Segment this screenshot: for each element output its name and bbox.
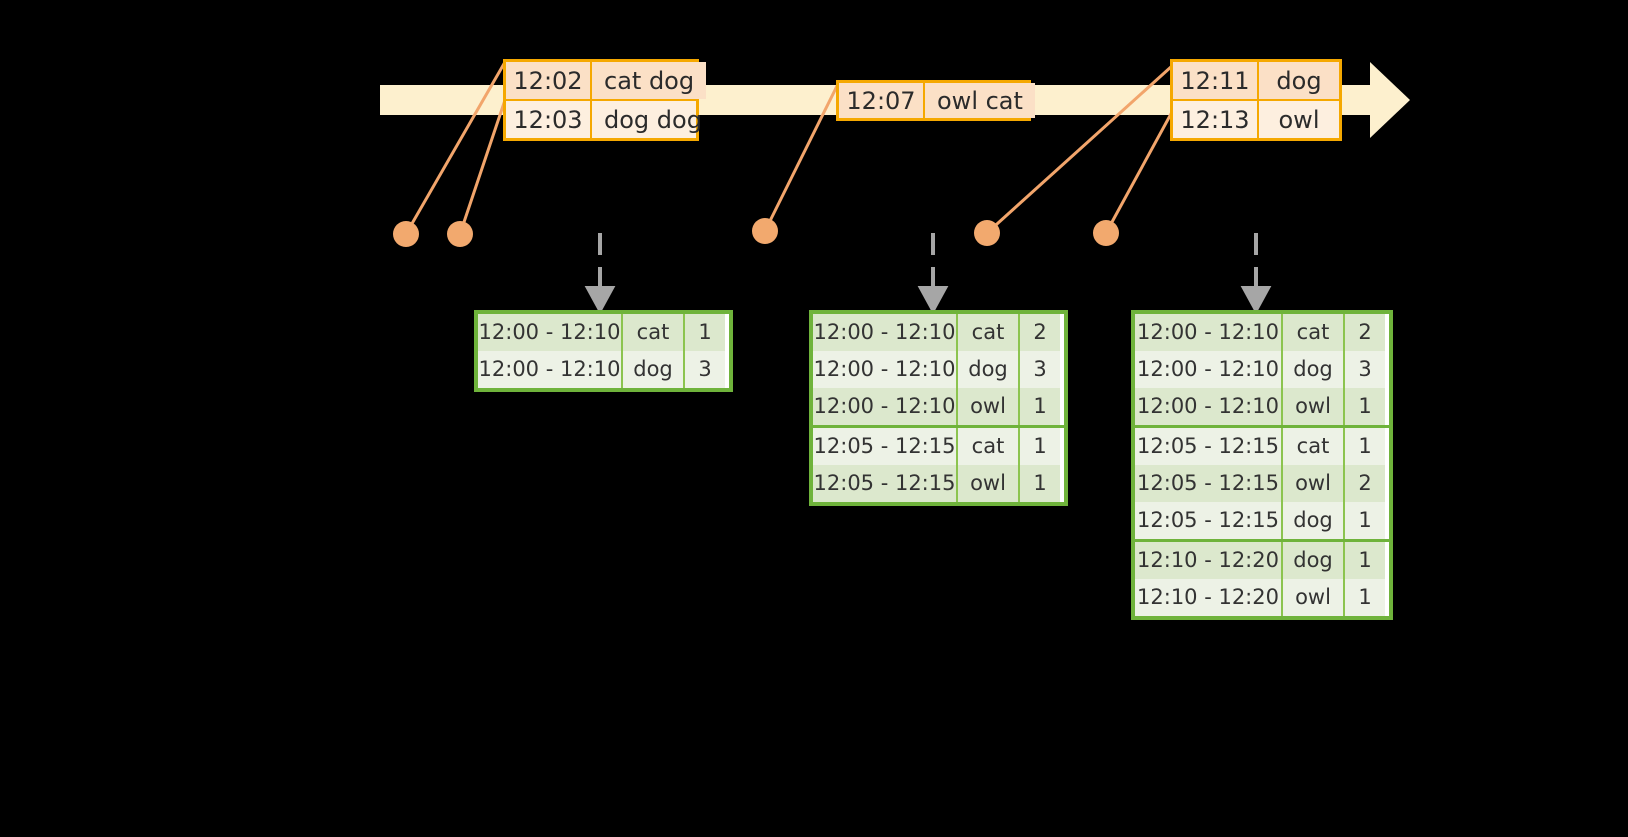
cell-count: 1 [1020, 465, 1060, 502]
cell-count: 1 [685, 314, 725, 351]
cell-key: dog [958, 351, 1020, 388]
cell-count: 2 [1345, 314, 1385, 351]
cell-count: 2 [1345, 465, 1385, 502]
cell-count: 1 [1020, 428, 1060, 465]
cell-key: owl [958, 388, 1020, 425]
event-row: 12:02 cat dog [506, 62, 707, 99]
event-box-3[interactable]: 12:11 dog 12:13 owl [1170, 59, 1342, 141]
event-box-2[interactable]: 12:07 owl cat [836, 80, 1035, 121]
connector-dots [393, 218, 1119, 247]
cell-key: owl [958, 465, 1020, 502]
cell-count: 1 [1020, 388, 1060, 425]
event-row: 12:03 dog dog [506, 99, 702, 138]
cell-count: 3 [1020, 351, 1060, 388]
cell-count: 1 [1345, 428, 1385, 465]
event-time: 12:03 [506, 101, 592, 138]
event-payload: cat dog [592, 62, 707, 99]
cell-key: cat [1283, 428, 1345, 465]
cell-window: 12:00 - 12:10 [1135, 351, 1283, 388]
cell-window: 12:00 - 12:10 [478, 351, 623, 388]
cell-key: owl [1283, 465, 1345, 502]
event-row: 12:11 dog [1173, 62, 1339, 99]
cell-count: 1 [1345, 542, 1385, 579]
event-time: 12:13 [1173, 101, 1259, 138]
dashed-arrow-2 [917, 233, 949, 315]
connector-dot-1 [393, 221, 419, 247]
cell-window: 12:05 - 12:15 [813, 428, 958, 465]
event-row: 12:13 owl [1173, 99, 1339, 138]
event-time: 12:02 [506, 62, 592, 99]
cell-key: owl [1283, 579, 1345, 616]
cell-window: 12:00 - 12:10 [813, 351, 958, 388]
cell-key: cat [623, 314, 685, 351]
event-time: 12:11 [1173, 62, 1259, 99]
connector-dot-3 [752, 218, 778, 244]
cell-count: 1 [1345, 579, 1385, 616]
cell-count: 1 [1345, 502, 1385, 539]
cell-key: dog [1283, 351, 1345, 388]
event-row: 12:07 owl cat [839, 83, 1035, 118]
event-payload: dog dog [604, 105, 702, 134]
connector-dot-4 [974, 220, 1000, 246]
cell-window: 12:05 - 12:15 [1135, 502, 1283, 539]
cell-key: dog [1283, 542, 1345, 579]
connector-dot-5 [1093, 220, 1119, 246]
cell-window: 12:00 - 12:10 [1135, 314, 1283, 351]
cell-count: 1 [1345, 388, 1385, 425]
cell-count: 3 [1345, 351, 1385, 388]
cell-count: 3 [685, 351, 725, 388]
event-box-1[interactable]: 12:02 cat dog 12:03 dog dog [503, 59, 707, 141]
dashed-arrow-3 [1240, 233, 1272, 315]
cell-window: 12:10 - 12:20 [1135, 542, 1283, 579]
cell-window: 12:00 - 12:10 [813, 388, 958, 425]
cell-key: cat [958, 428, 1020, 465]
cell-key: dog [1283, 502, 1345, 539]
connector-dot-2 [447, 221, 473, 247]
cell-count: 2 [1020, 314, 1060, 351]
dashed-arrows [584, 233, 1272, 315]
event-payload: owl cat [925, 83, 1035, 118]
cell-window: 12:05 - 12:15 [1135, 465, 1283, 502]
cell-window: 12:00 - 12:10 [813, 314, 958, 351]
cell-window: 12:00 - 12:10 [478, 314, 623, 351]
event-time: 12:07 [839, 83, 925, 118]
cell-key: owl [1283, 388, 1345, 425]
cell-window: 12:05 - 12:15 [813, 465, 958, 502]
event-payload: owl [1278, 105, 1320, 134]
cell-window: 12:00 - 12:10 [1135, 388, 1283, 425]
cell-key: cat [1283, 314, 1345, 351]
cell-window: 12:05 - 12:15 [1135, 428, 1283, 465]
cell-window: 12:10 - 12:20 [1135, 579, 1283, 616]
cell-key: cat [958, 314, 1020, 351]
dashed-arrow-1 [584, 233, 616, 315]
cell-key: dog [623, 351, 685, 388]
event-payload: dog [1259, 62, 1339, 99]
